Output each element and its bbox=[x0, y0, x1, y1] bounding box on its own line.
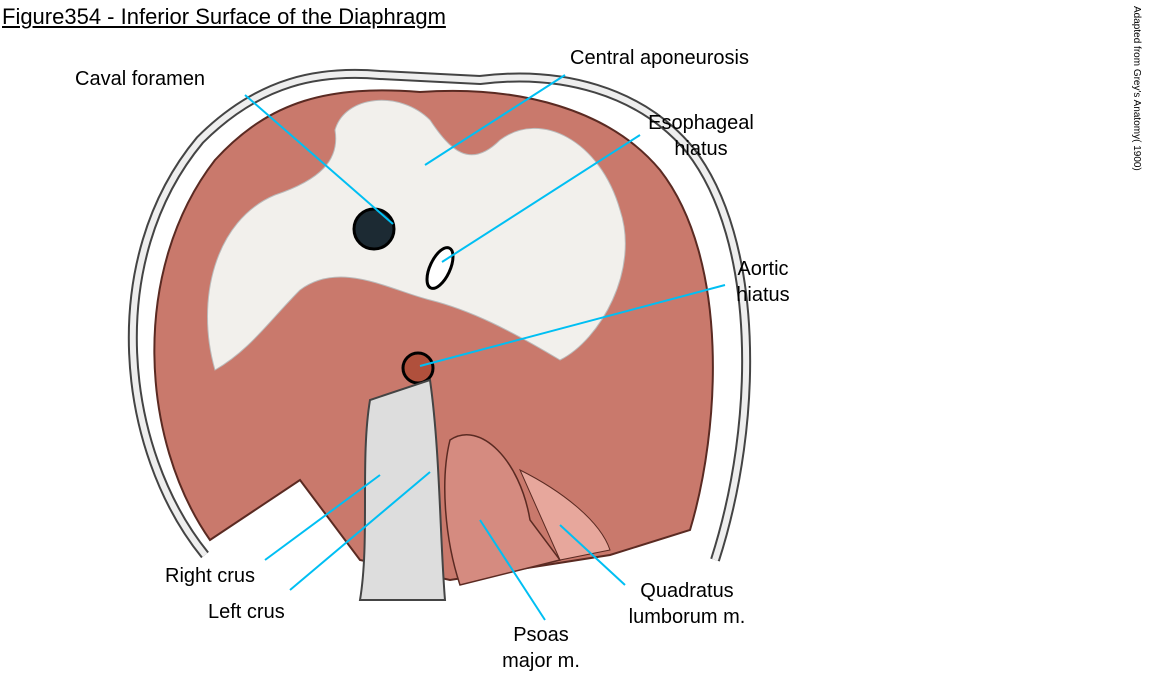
label-line: lumborum m. bbox=[628, 606, 746, 628]
central-tendon bbox=[207, 99, 626, 371]
figure-title: Figure354 - Inferior Surface of the Diap… bbox=[2, 4, 446, 29]
label-line: Aortic bbox=[737, 258, 789, 280]
aortic-hiatus-shape bbox=[401, 351, 435, 385]
caval-foramen-shape bbox=[352, 207, 396, 251]
esophageal-hiatus-shape bbox=[425, 246, 455, 290]
label-line: hiatus bbox=[736, 284, 790, 306]
label-line: major m. bbox=[502, 650, 580, 672]
label-esophageal-hiatus: Esophageal hiatus bbox=[640, 110, 762, 162]
quadratus-muscle bbox=[518, 468, 611, 561]
leader-right-crus bbox=[264, 474, 381, 561]
label-line: Esophageal bbox=[648, 112, 754, 134]
label-left-crus: Left crus bbox=[208, 601, 285, 623]
label-right-crus: Right crus bbox=[165, 565, 256, 587]
leader-quadratus bbox=[559, 524, 626, 586]
label-line: hiatus bbox=[674, 138, 728, 160]
label-central-aponeurosis: Central aponeurosis bbox=[570, 47, 749, 69]
label-caval-foramen: Caval foramen bbox=[75, 68, 206, 90]
label-line: Quadratus bbox=[640, 580, 734, 602]
leader-aortic bbox=[419, 284, 726, 367]
leader-caval bbox=[244, 94, 394, 225]
label-quadratus-lumborum: Quadratus lumborum m. bbox=[617, 578, 757, 630]
leader-esophageal bbox=[441, 134, 641, 263]
leader-psoas bbox=[479, 519, 546, 621]
label-psoas-major: Psoas major m. bbox=[491, 622, 591, 674]
label-aortic-hiatus: Aortic hiatus bbox=[723, 256, 803, 308]
label-line: Psoas bbox=[513, 624, 569, 646]
leader-left-crus bbox=[289, 471, 431, 591]
leader-central bbox=[424, 74, 566, 166]
crus-column bbox=[358, 378, 447, 601]
rib-outline-inner bbox=[129, 70, 750, 561]
